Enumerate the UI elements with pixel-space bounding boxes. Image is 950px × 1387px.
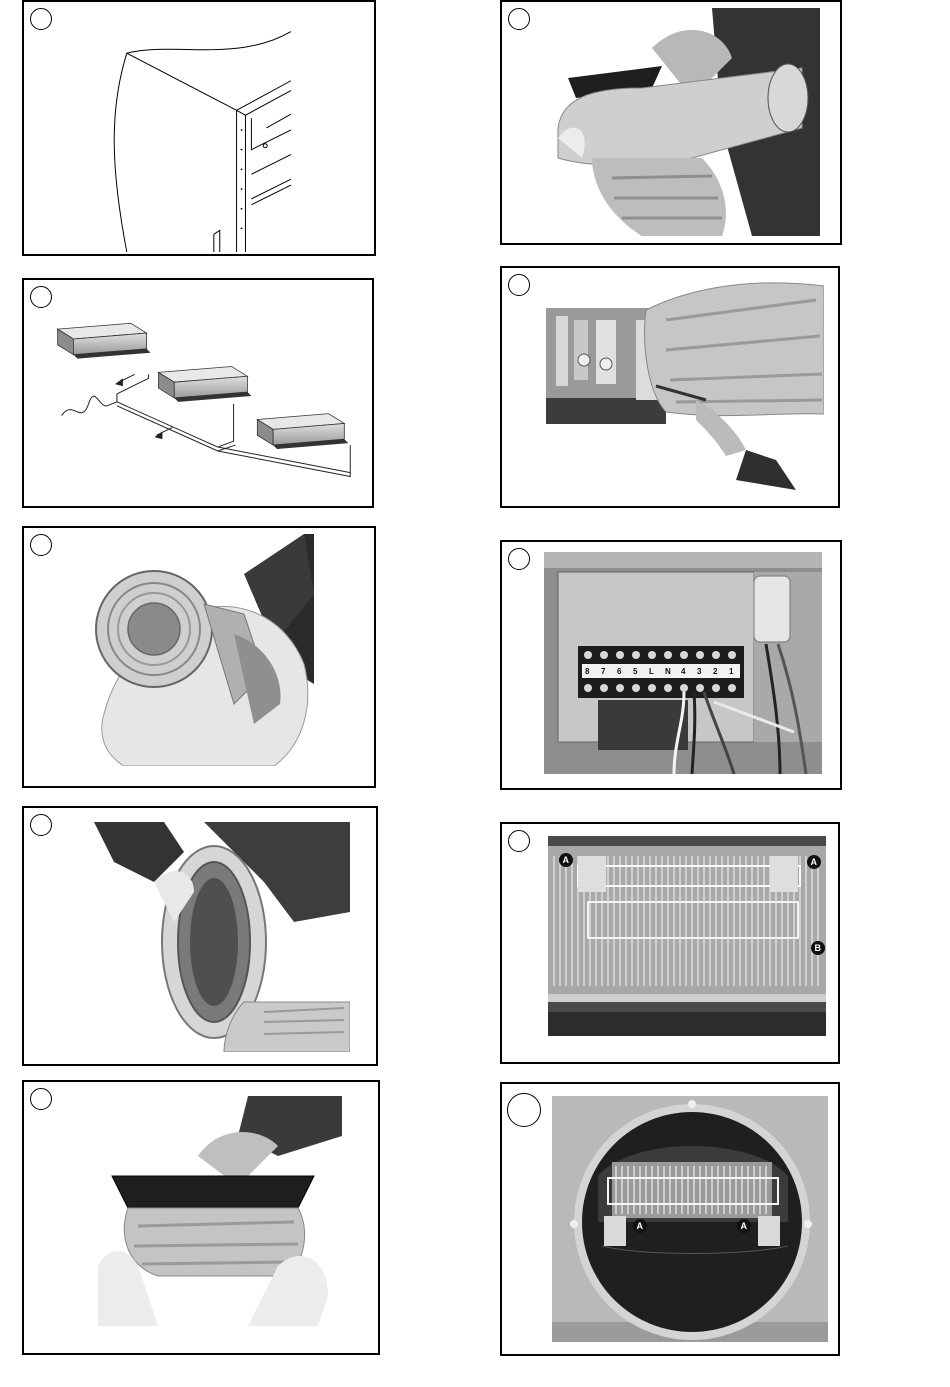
unit-1: [58, 323, 151, 358]
terminal-label: 8: [585, 667, 590, 676]
figure-1-panel: [22, 0, 376, 256]
terminal-label: 5: [633, 667, 638, 676]
duct-connection-photo: [546, 280, 824, 490]
figure-3-panel: [22, 526, 376, 788]
figure-2-panel: [22, 278, 374, 508]
duct-units-drawing: [24, 280, 372, 506]
flex-duct-photo: [84, 534, 314, 766]
heater-frame-photo: A A B: [548, 836, 826, 1036]
step-number-circle: [508, 548, 530, 570]
terminal-label: 1: [729, 667, 734, 676]
marker-a-left: A: [633, 1219, 647, 1233]
step-number-circle: [30, 286, 52, 308]
terminal-label: 4: [681, 667, 686, 676]
figure-9-panel: A A B: [500, 822, 840, 1064]
step-number-circle: [30, 534, 52, 556]
unit-2: [158, 366, 251, 401]
ceiling-unit-drawing: [24, 2, 374, 254]
marker-a-left: A: [559, 853, 573, 867]
step-number-circle: [507, 1093, 541, 1127]
step-number-circle: [508, 274, 530, 296]
terminal-label: 2: [713, 667, 718, 676]
step-number-circle: [30, 814, 52, 836]
figure-7-panel: [500, 266, 840, 508]
svg-text:A: A: [811, 857, 818, 867]
figure-6-panel: [500, 0, 842, 245]
round-outlet-photo: A A: [552, 1096, 828, 1342]
svg-text:B: B: [815, 943, 822, 953]
step-number-circle: [508, 8, 530, 30]
step-number-circle: [30, 1088, 52, 1110]
collar-fitting-photo: [98, 1096, 342, 1326]
figure-10-panel: A A: [500, 1082, 840, 1356]
marker-a-right: A: [807, 855, 821, 869]
terminal-label: N: [665, 667, 671, 676]
terminal-label: 3: [697, 667, 702, 676]
terminal-label: 6: [617, 667, 622, 676]
svg-text:A: A: [563, 855, 570, 865]
stretching-duct-photo: [94, 822, 350, 1052]
terminal-label: 7: [601, 667, 606, 676]
step-number-circle: [30, 8, 52, 30]
step-number-circle: [508, 830, 530, 852]
terminal-label: L: [649, 667, 654, 676]
figure-8-panel: 8 7 6 5 L N 4 3 2 1: [500, 540, 842, 790]
foil-sleeve-photo: [552, 8, 820, 236]
unit-3: [257, 414, 348, 449]
figure-4-panel: [22, 806, 378, 1066]
svg-text:A: A: [741, 1221, 748, 1231]
figure-5-panel: [22, 1080, 380, 1355]
svg-text:A: A: [637, 1221, 644, 1231]
marker-a-right: A: [737, 1219, 751, 1233]
terminal-block-photo: 8 7 6 5 L N 4 3 2 1: [544, 552, 822, 774]
marker-b: B: [811, 941, 825, 955]
